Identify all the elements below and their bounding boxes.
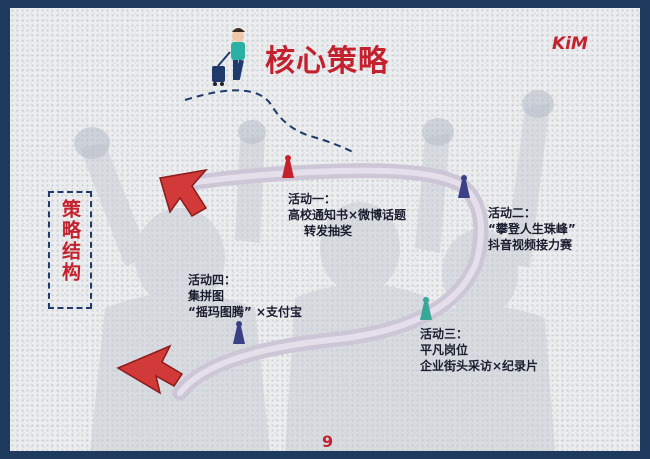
activity-4-desc: “摇玛图腾” ×支付宝	[188, 305, 303, 319]
activity-3-desc: 平凡岗位	[420, 343, 469, 357]
side-label-box: 策略结构	[48, 191, 92, 309]
activity-3-name: 活动三：	[420, 327, 469, 341]
activity-2: 活动二： “攀登人生珠峰” 抖音视频接力赛	[488, 205, 576, 253]
activity-4-desc: 集拼图	[188, 289, 225, 303]
activity-1: 活动一： 高校通知书×微博话题 转发抽奖	[288, 191, 406, 239]
marker-pin-icon	[420, 297, 432, 320]
people-silhouettes	[80, 103, 555, 451]
marker-pin-icon	[233, 321, 245, 344]
activity-2-name: 活动二：	[488, 206, 537, 220]
page-number: 9	[322, 432, 334, 451]
traveler-icon	[212, 28, 245, 86]
marker-pin-icon	[282, 155, 294, 178]
marker-pin-icon	[458, 175, 470, 198]
activity-3-desc: 企业街头采访×纪录片	[420, 359, 539, 373]
dashed-route	[184, 89, 356, 154]
activity-3: 活动三： 平凡岗位 企业街头采访×纪录片	[420, 326, 538, 374]
background-illustration	[74, 90, 555, 451]
slide-page: 核心策略 KiM 策略结构 活动一： 高校通知书×微博话题 转发抽奖 活动二： …	[10, 8, 640, 451]
activity-4-name: 活动四：	[188, 273, 237, 287]
arrow-bottom-left-icon	[116, 344, 184, 395]
page-title: 核心策略	[265, 44, 389, 79]
activity-2-desc: “攀登人生珠峰”	[488, 222, 576, 236]
activity-1-desc: 高校通知书×微博话题	[288, 208, 407, 222]
route-graphic	[116, 28, 489, 401]
side-label: 策略结构	[59, 199, 81, 283]
activity-4: 活动四： 集拼图 “摇玛图腾” ×支付宝	[188, 272, 302, 320]
brand-logo: KiM	[552, 34, 588, 54]
activity-1-desc: 转发抽奖	[304, 224, 353, 238]
arrow-top-left-icon	[159, 168, 208, 217]
activity-1-name: 活动一：	[288, 192, 337, 206]
activity-2-desc: 抖音视频接力赛	[488, 238, 573, 252]
